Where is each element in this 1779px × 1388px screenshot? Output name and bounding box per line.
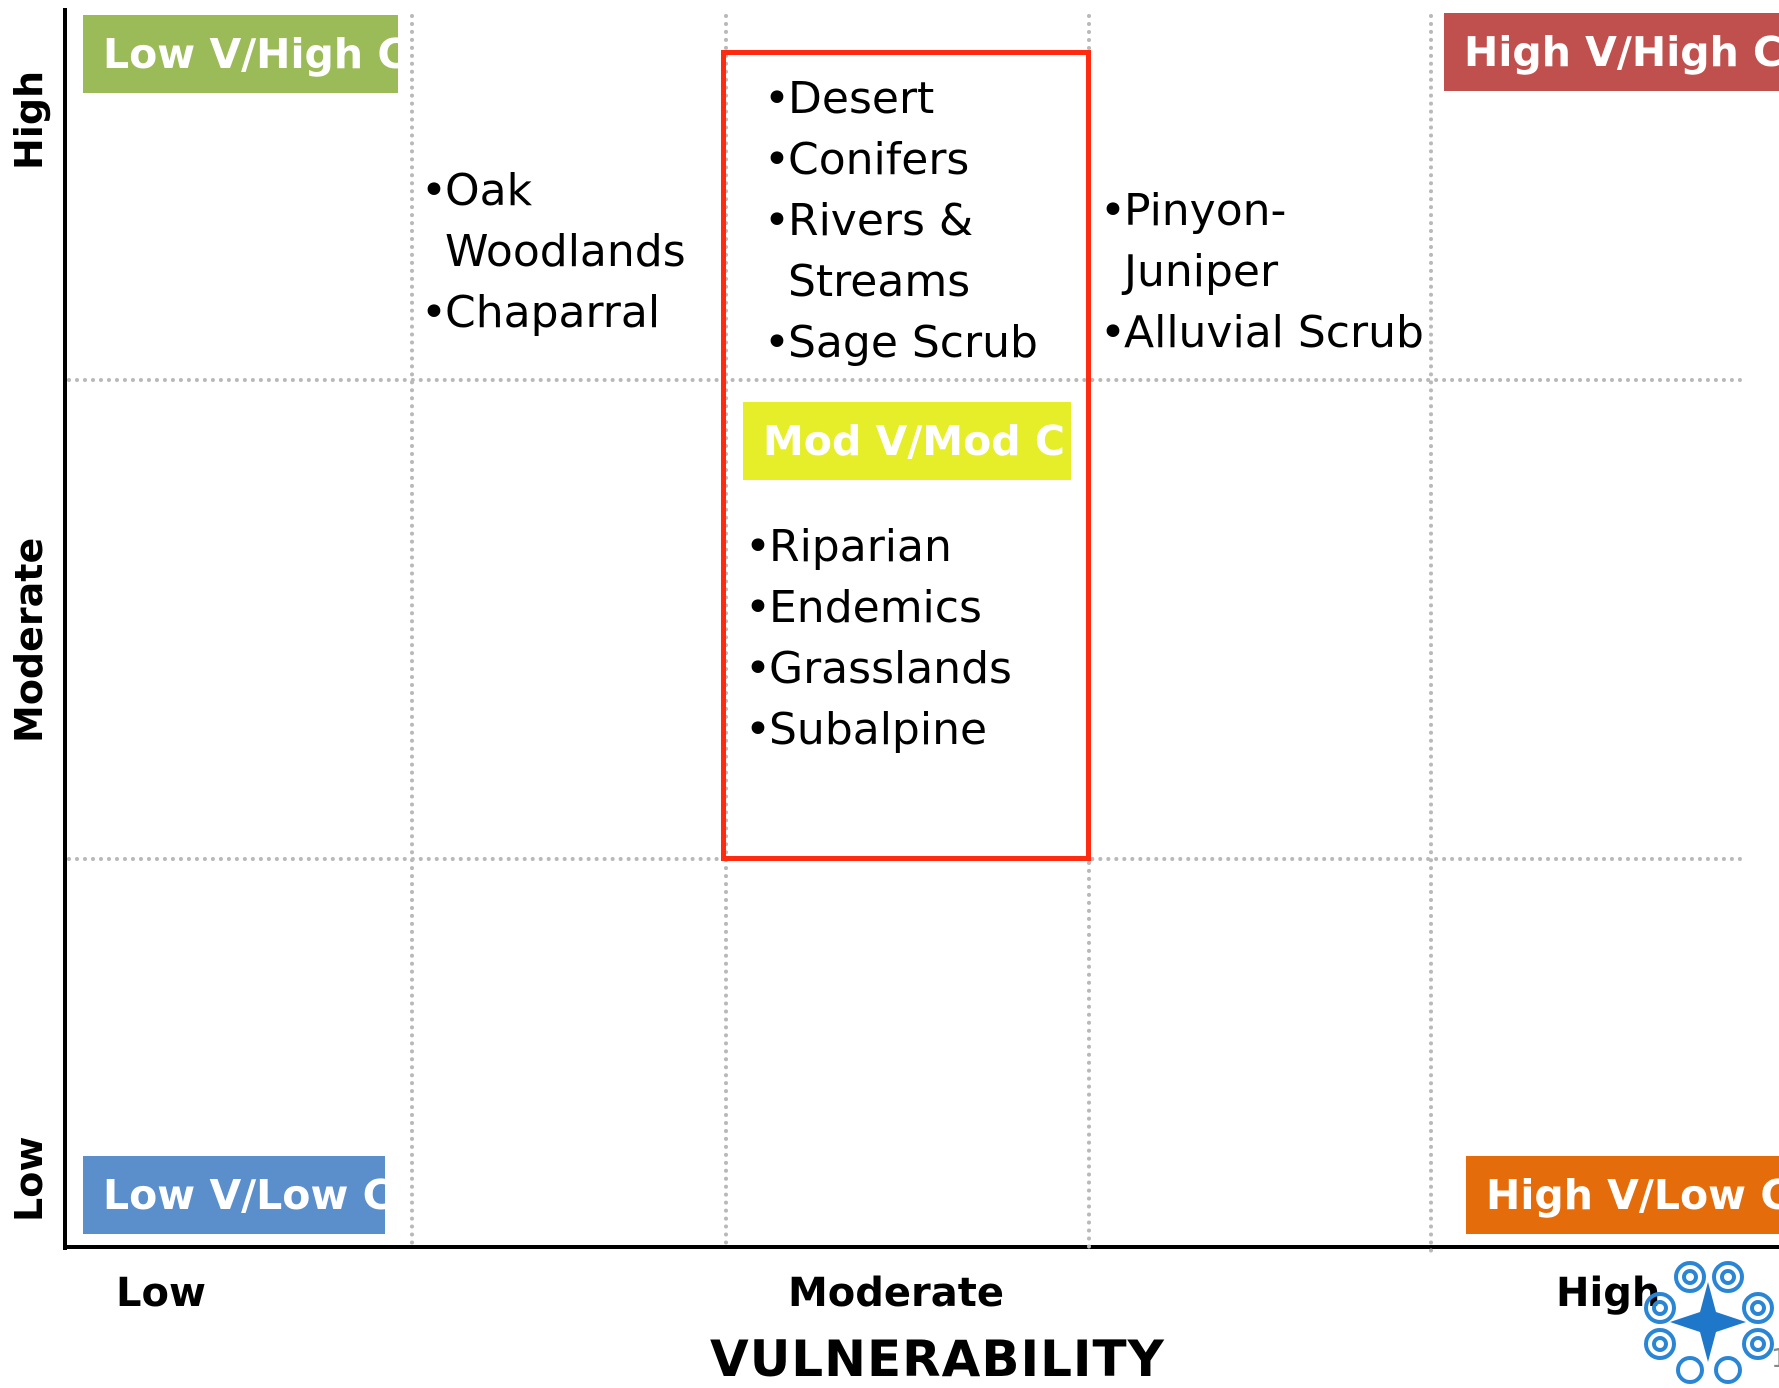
y-label-moderate: Moderate — [7, 537, 51, 743]
list-item: Alluvial Scrub — [1100, 302, 1440, 363]
x-label-low: Low — [116, 1270, 206, 1316]
badge-mod-v-mod-c: Mod V/Mod C — [743, 402, 1071, 480]
x-axis-line — [63, 1245, 1779, 1249]
list-item: Grasslands — [745, 638, 1045, 699]
grid-line-v2 — [724, 14, 728, 1246]
page-number: 1 — [1771, 1344, 1779, 1374]
x-label-moderate: Moderate — [788, 1270, 1005, 1316]
badge-high-v-low-c: High V/Low C — [1466, 1156, 1779, 1234]
highlight-box — [721, 50, 1091, 861]
badge-low-v-low-c: Low V/Low C — [83, 1156, 393, 1234]
list-item: Oak Woodlands — [421, 160, 711, 282]
snowflake-swirl-logo-icon — [1644, 1261, 1774, 1384]
list-mod-high: Desert Conifers Rivers & Streams Sage Sc… — [764, 68, 1054, 373]
list-item: Desert — [764, 68, 1054, 129]
y-label-high: High — [7, 70, 51, 170]
list-item: Riparian — [745, 516, 1045, 577]
list-modhigh-high: Pinyon-Juniper Alluvial Scrub — [1100, 180, 1440, 363]
list-item: Rivers & Streams — [764, 190, 1018, 312]
badge-low-v-high-c: Low V/High C — [83, 15, 407, 93]
x-label-high: High — [1556, 1270, 1661, 1316]
list-item: Endemics — [745, 577, 1045, 638]
list-item: Conifers — [764, 129, 1054, 190]
list-item: Subalpine — [745, 699, 1045, 760]
list-item: Sage Scrub — [764, 312, 1054, 373]
grid-line-h1 — [67, 378, 1744, 382]
list-low-mod-high: Oak Woodlands Chaparral — [421, 160, 711, 343]
list-mod-mod: Riparian Endemics Grasslands Subalpine — [745, 516, 1045, 760]
grid-line-v4 — [1429, 14, 1433, 1254]
y-axis-line — [63, 8, 67, 1250]
list-item: Chaparral — [421, 282, 711, 343]
x-axis-title: VULNERABILITY — [710, 1330, 1165, 1388]
list-item: Pinyon-Juniper — [1100, 180, 1440, 302]
badge-high-v-high-c: High V/High C — [1444, 13, 1779, 91]
grid-line-v1 — [410, 14, 414, 1246]
y-label-low: Low — [7, 1136, 51, 1222]
